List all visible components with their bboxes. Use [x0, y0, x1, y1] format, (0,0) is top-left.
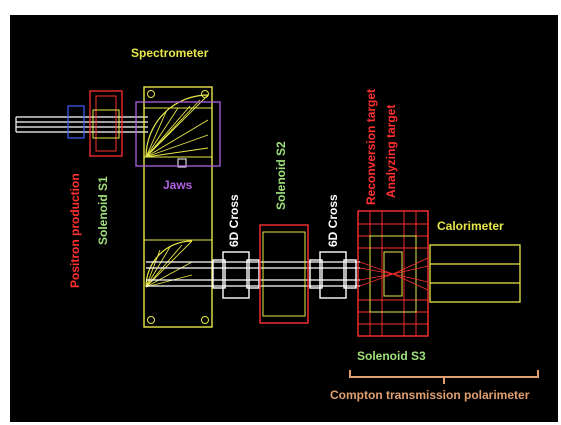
compton-polarimeter-label: Compton transmission polarimeter: [330, 388, 530, 402]
analyzing-target-label: Analyzing target: [384, 105, 398, 198]
solenoid-s3: [357, 210, 429, 337]
jaws-box: [135, 101, 221, 167]
cross-6d-b: [309, 251, 357, 299]
cross-6d-b-label: 6D Cross: [326, 194, 340, 247]
solenoid-s2-label: Solenoid S2: [274, 141, 288, 210]
jaws-label: Jaws: [163, 178, 193, 192]
solenoid-s1: [89, 90, 123, 157]
beam-pipe-center: [146, 261, 360, 287]
positron-production-label: Positron production: [68, 173, 82, 288]
cross-6d-a: [212, 251, 260, 299]
solenoid-s1-label: Solenoid S1: [96, 176, 110, 245]
canvas-background: [10, 15, 558, 422]
solenoid-s3-label: Solenoid S3: [357, 349, 426, 363]
calorimeter-label: Calorimeter: [437, 219, 504, 233]
compton-bracket: [349, 370, 539, 384]
cross-6d-a-label: 6D Cross: [227, 194, 241, 247]
solenoid-s2: [259, 224, 309, 324]
beam-pipe-left: [15, 116, 148, 133]
positron-production-target: [67, 105, 85, 139]
reconversion-target-label: Reconversion target: [364, 89, 378, 205]
spectrometer-label: Spectrometer: [131, 46, 209, 60]
calorimeter: [429, 244, 521, 303]
spectrometer: [143, 86, 213, 328]
